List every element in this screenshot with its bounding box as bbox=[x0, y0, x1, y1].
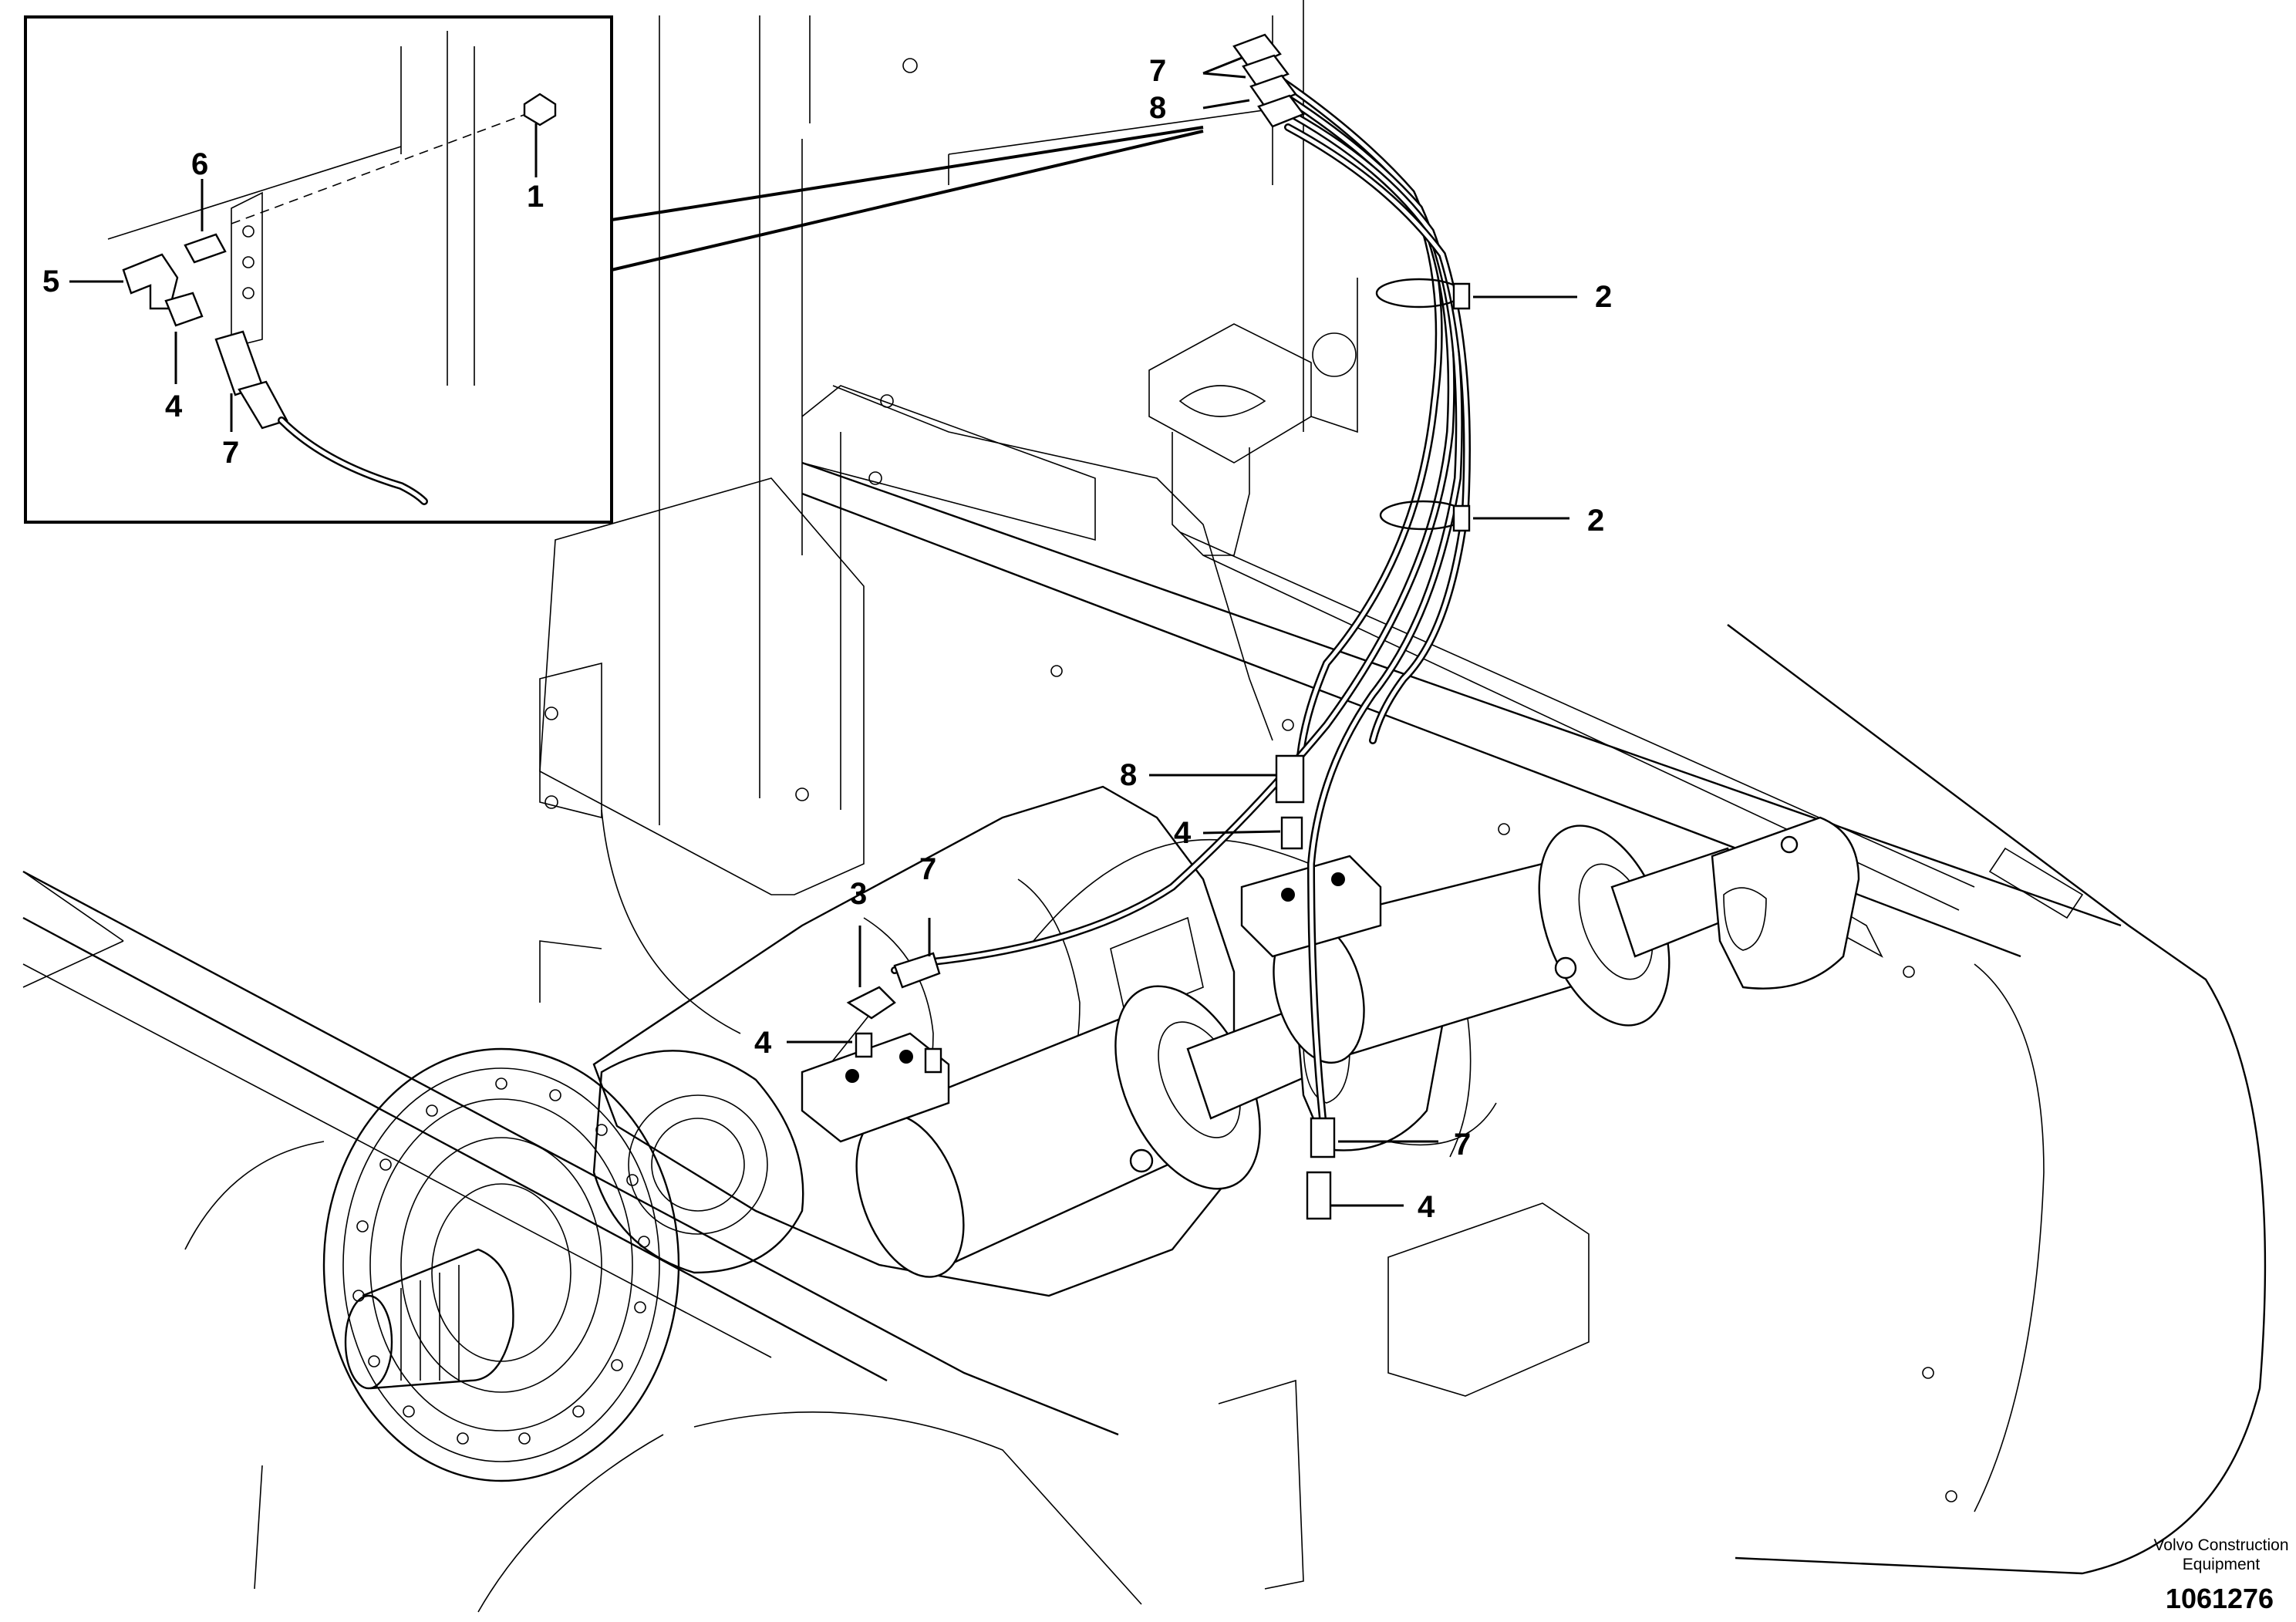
callout-8-top: 8 bbox=[1149, 91, 1166, 125]
footer: Volvo Construction Equipment 1061276 bbox=[2153, 1536, 2288, 1614]
drawing-number: 1061276 bbox=[2166, 1583, 2274, 1614]
callout-leaders bbox=[787, 56, 1577, 1207]
wheel-bolts bbox=[352, 1077, 650, 1445]
callout-numbers: 1 6 5 4 7 7 8 2 2 8 4 3 7 4 7 4 bbox=[42, 54, 1612, 1224]
steering-cylinder-rear bbox=[1240, 816, 1860, 1064]
callout-2-lower: 2 bbox=[1587, 504, 1604, 538]
callout-8-mid: 8 bbox=[1120, 758, 1137, 792]
company-line-1: Volvo Construction bbox=[2153, 1536, 2288, 1554]
callout-4-b: 4 bbox=[754, 1026, 772, 1060]
callout-7-low: 7 bbox=[1454, 1128, 1471, 1162]
top-hose-fittings bbox=[1232, 33, 1305, 128]
callout-1: 1 bbox=[527, 180, 544, 214]
callout-5: 5 bbox=[42, 265, 59, 298]
callout-6: 6 bbox=[191, 147, 208, 181]
callout-3: 3 bbox=[850, 877, 867, 911]
callout-7-top: 7 bbox=[1149, 54, 1166, 88]
callout-7-inset: 7 bbox=[222, 436, 239, 470]
callout-4-c: 4 bbox=[1418, 1190, 1435, 1224]
callout-4-a: 4 bbox=[1174, 816, 1192, 850]
detail-inset bbox=[24, 15, 1204, 524]
wheel-hub bbox=[322, 1047, 680, 1482]
hose-clamp-upper bbox=[1375, 278, 1471, 310]
callout-4-inset: 4 bbox=[165, 389, 183, 423]
callout-2-upper: 2 bbox=[1595, 280, 1612, 314]
callout-7-mid: 7 bbox=[919, 852, 936, 886]
company-line-2: Equipment bbox=[2183, 1556, 2261, 1573]
vehicle-frame bbox=[22, 0, 2267, 1613]
hydraulic-hoses bbox=[891, 66, 1471, 1122]
hose-clamp-lower bbox=[1379, 500, 1471, 532]
cylinder-fittings bbox=[846, 754, 1336, 1220]
